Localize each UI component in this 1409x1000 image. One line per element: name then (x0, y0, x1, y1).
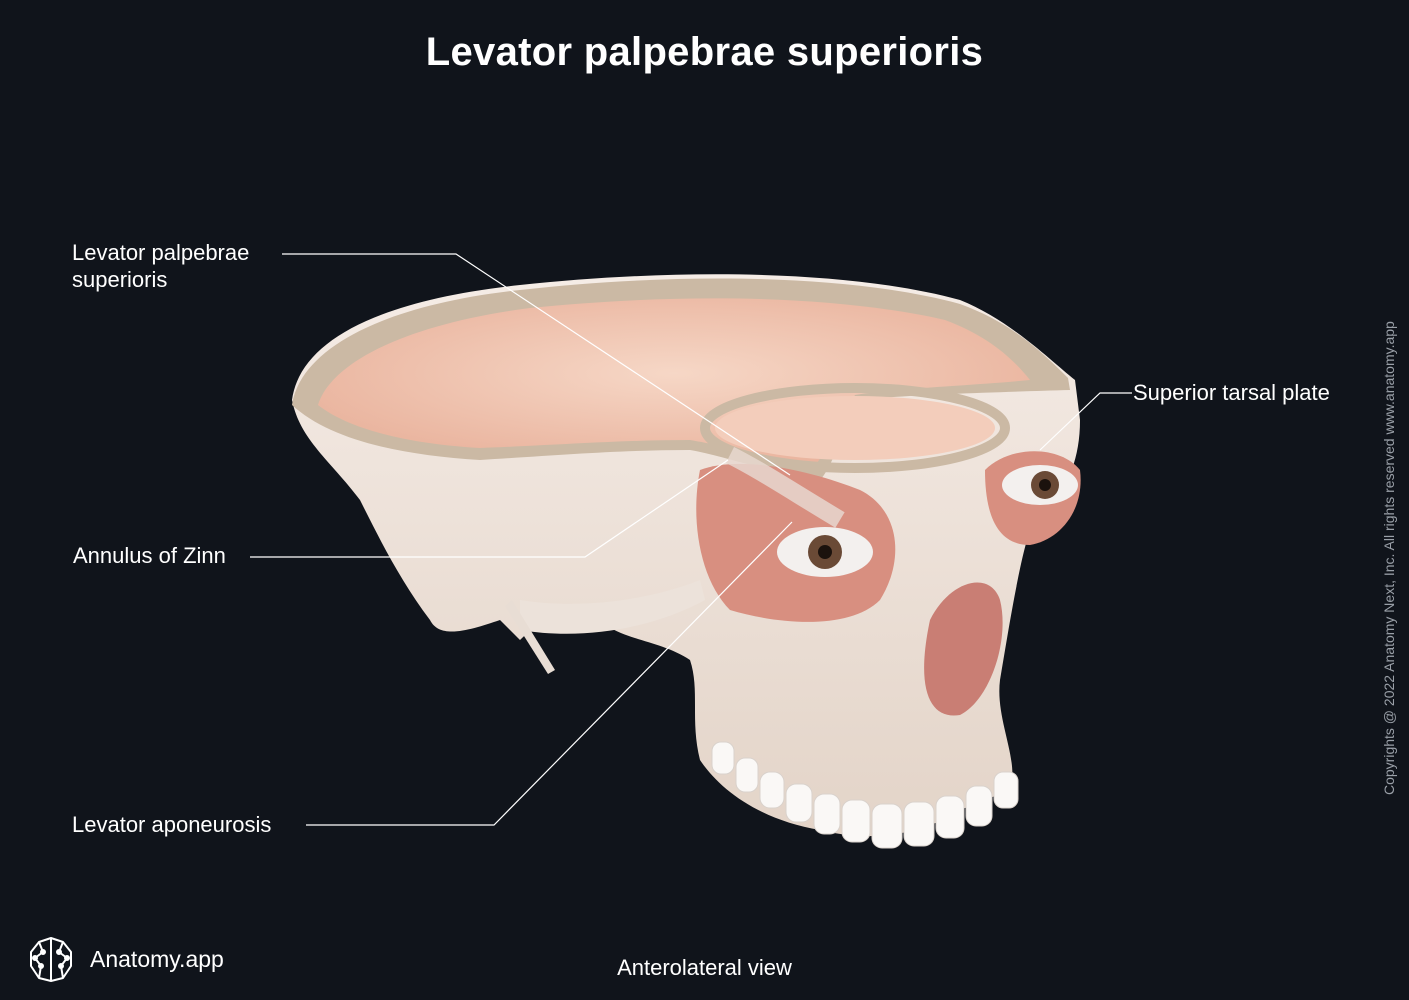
brain-icon (30, 937, 72, 982)
zygomatic-arch (520, 580, 705, 634)
left-pupil (818, 545, 832, 559)
leader-superior-tarsal-plate (1039, 392, 1132, 451)
copyright-notice: Copyrights @ 2022 Anatomy Next, Inc. All… (1381, 321, 1397, 795)
page-title: Levator palpebrae superioris (425, 30, 984, 74)
view-caption: Anterolateral view (617, 955, 792, 980)
orbit-roof-ring (700, 383, 1010, 473)
label-levator-aponeurosis: Levator aponeurosis (72, 812, 272, 837)
brand-name: Anatomy.app (90, 946, 224, 972)
right-pupil (1039, 479, 1051, 491)
leader-levator-aponeurosis (306, 521, 793, 826)
left-levator-muscle (725, 446, 845, 528)
label-annulus-of-zinn: Annulus of Zinn (73, 543, 226, 568)
label-levator-palpebrae-superioris: Levator palpebrae superioris (72, 239, 249, 293)
label-superior-tarsal-plate: Superior tarsal plate (1133, 380, 1330, 405)
styloid-process (505, 600, 555, 674)
orbit-roof-inner (715, 396, 995, 460)
cranial-cavity (318, 298, 1030, 465)
leader-annulus-of-zinn (250, 459, 729, 558)
label-levator-palpebrae-line1: Levator palpebrae (72, 240, 250, 265)
nasal-aperture (924, 582, 1003, 716)
teeth (711, 741, 1019, 849)
label-levator-palpebrae-line2: superioris (72, 267, 168, 292)
leader-levator-palpebrae (282, 253, 791, 476)
